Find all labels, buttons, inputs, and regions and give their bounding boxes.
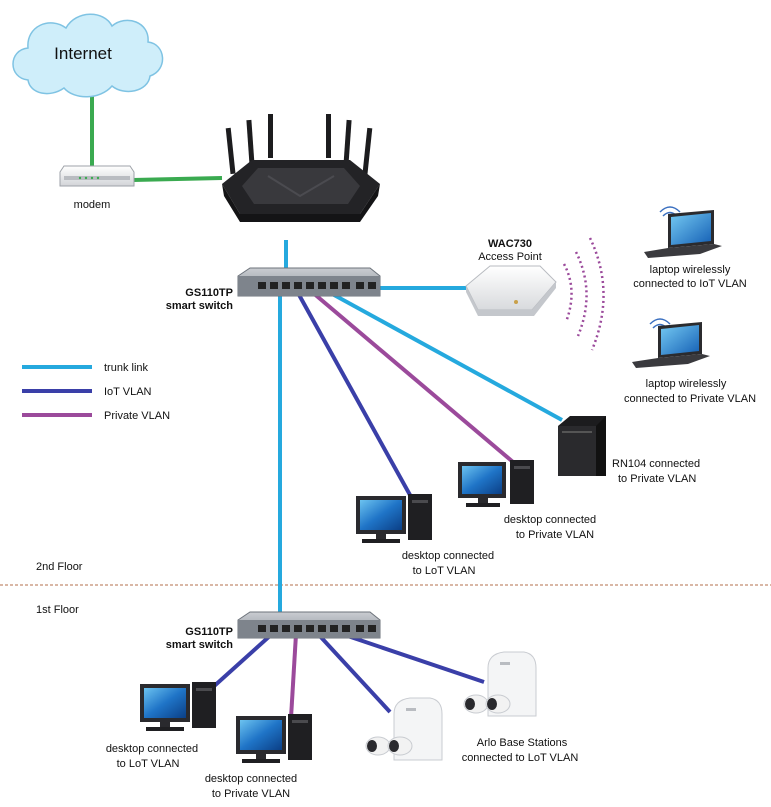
internet-cloud: Internet [12,13,164,98]
link-switch-top-rn104 [324,288,563,422]
link-switch-top-desktop-private [310,290,515,464]
switch-top-type: smart switch [166,300,234,312]
laptop-iot-line1: laptop wirelessly [650,264,731,276]
modem-label: modem [74,199,111,211]
desktop-iot-bottom-line2: to LoT VLAN [117,758,180,770]
camera-icon [463,694,511,714]
internet-label: Internet [54,44,112,63]
access-point: WAC730 Access Point [465,237,605,351]
ap-name: WAC730 [488,238,532,250]
switch-top-model: GS110TP [185,287,233,299]
arlo-line1: Arlo Base Stations [477,737,568,749]
desktop-private-top-line1: desktop connected [504,514,596,526]
link-switch-bottom-arlo-1 [316,632,392,714]
laptop-private-line1: laptop wirelessly [646,378,727,390]
link-modem-router [132,176,223,182]
desktop-iot-top: desktop connected to LoT VLAN [356,494,494,577]
switch-bottom: GS110TP smart switch [166,611,381,651]
desktop-private-bottom: desktop connected to Private VLAN [205,714,312,800]
router [222,114,380,222]
legend-label-private: Private VLAN [104,410,170,422]
laptop-iot-line2: connected to IoT VLAN [633,278,747,290]
arlo-line2: connected to LoT VLAN [462,752,579,764]
legend: trunk link IoT VLAN Private VLAN [22,362,170,422]
desktop-iot-top-line2: to LoT VLAN [413,565,476,577]
desktop-private-bottom-line2: to Private VLAN [212,788,290,800]
floor-label-upper: 2nd Floor [36,561,83,573]
link-switch-bottom-desktop-private [289,633,298,719]
connections [90,90,563,719]
floor-label-lower: 1st Floor [36,604,79,616]
desktop-private-top-line2: to Private VLAN [516,529,594,541]
switch-bottom-type: smart switch [166,639,234,651]
ap-label: Access Point [478,251,542,263]
desktop-iot-bottom: desktop connected to LoT VLAN [106,682,216,770]
link-switch-bottom-arlo-2 [329,628,485,684]
laptop-private: laptop wirelessly connected to Private V… [624,318,756,405]
desktop-iot-top-line1: desktop connected [402,550,494,562]
link-switch-bottom-desktop-iot [210,632,274,690]
legend-label-iot: IoT VLAN [104,386,152,398]
rn104-nas: RN104 connected to Private VLAN [558,416,700,485]
arlo-base-station-2: Arlo Base Stations connected to LoT VLAN [462,651,579,764]
link-switch-top-desktop-iot [296,292,412,496]
desktop-iot-bottom-line1: desktop connected [106,743,198,755]
desktop-private-bottom-line1: desktop connected [205,773,297,785]
switch-bottom-model: GS110TP [185,626,233,638]
rn104-line2: to Private VLAN [618,473,696,485]
desktop-private-top: desktop connected to Private VLAN [458,460,596,541]
arlo-base-station-1 [365,697,443,761]
laptop-iot: laptop wirelessly connected to IoT VLAN [633,206,747,290]
legend-label-trunk: trunk link [104,362,149,374]
camera-icon [365,736,413,756]
laptop-private-line2: connected to Private VLAN [624,393,756,405]
rn104-line1: RN104 connected [612,458,700,470]
modem: modem [59,165,135,211]
switch-top: GS110TP smart switch [166,267,381,312]
